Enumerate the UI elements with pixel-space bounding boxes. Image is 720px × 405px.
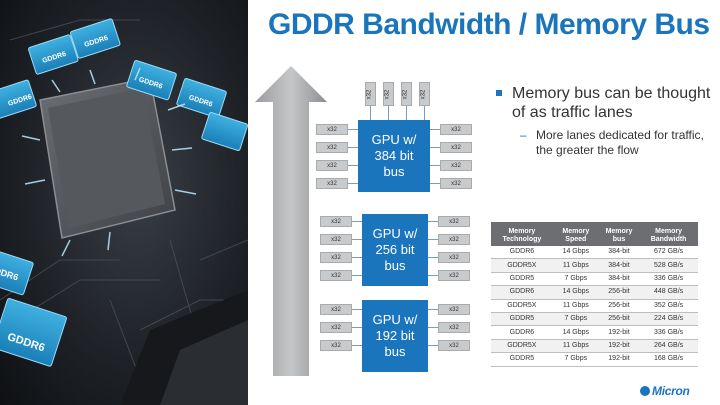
cell: 11 Gbps bbox=[552, 258, 599, 273]
bullet-list: Memory bus can be thought of as traffic … bbox=[496, 84, 711, 158]
cell: 14 Gbps bbox=[552, 325, 599, 340]
lane-x32: x32 bbox=[383, 82, 394, 106]
cell: GDDR5 bbox=[491, 312, 553, 327]
cell: GDDR6 bbox=[491, 285, 553, 300]
lane-x32: x32 bbox=[438, 340, 470, 351]
lane-x32: x32 bbox=[316, 178, 348, 189]
cell: 384-bit bbox=[598, 272, 640, 287]
cell: 11 Gbps bbox=[552, 299, 599, 313]
lane-x32: x32 bbox=[440, 160, 472, 171]
cell: 336 GB/s bbox=[639, 325, 698, 340]
lane-x32: x32 bbox=[316, 124, 348, 135]
lane-x32: x32 bbox=[316, 160, 348, 171]
cell: 192-bit bbox=[598, 325, 640, 340]
lane-x32: x32 bbox=[438, 252, 470, 263]
cell: 7 Gbps bbox=[552, 312, 599, 327]
arrow-up-icon bbox=[255, 66, 327, 376]
cell: 14 Gbps bbox=[552, 246, 599, 260]
slide-title: GDDR Bandwidth / Memory Bus bbox=[268, 8, 710, 41]
bullet-sub: More lanes dedicated for traffic, the gr… bbox=[496, 128, 711, 158]
cell: GDDR5X bbox=[491, 258, 553, 273]
lane-x32: x32 bbox=[401, 82, 412, 106]
bullet-main: Memory bus can be thought of as traffic … bbox=[496, 84, 711, 122]
lane-x32: x32 bbox=[438, 304, 470, 315]
cell: 256-bit bbox=[598, 312, 640, 327]
cell: GDDR6 bbox=[491, 325, 553, 340]
cell: GDDR5X bbox=[491, 299, 553, 313]
cell: GDDR5 bbox=[491, 272, 553, 287]
lane-x32: x32 bbox=[438, 270, 470, 281]
lane-x32: x32 bbox=[365, 82, 376, 106]
cell: 11 Gbps bbox=[552, 339, 599, 354]
lane-x32: x32 bbox=[440, 142, 472, 153]
table-header-row: Memory Technology Memory Speed Memory bu… bbox=[491, 222, 698, 246]
cell: 168 GB/s bbox=[639, 352, 698, 367]
micron-logo: Micron bbox=[640, 384, 690, 398]
cell: 672 GB/s bbox=[639, 246, 698, 260]
cell: 192-bit bbox=[598, 339, 640, 354]
cell: 192-bit bbox=[598, 352, 640, 367]
lane-x32: x32 bbox=[419, 82, 430, 106]
lane-x32: x32 bbox=[438, 322, 470, 333]
cell: 528 GB/s bbox=[639, 258, 698, 273]
cell: 256-bit bbox=[598, 285, 640, 300]
cell: GDDR5X bbox=[491, 339, 553, 354]
memory-chips: GDDR6 GDDR6 GDDR6 GDDR6 bbox=[0, 18, 248, 367]
lane-x32: x32 bbox=[438, 216, 470, 227]
gpu-board-illustration: GDDR6 GDDR6 GDDR6 GDDR6 bbox=[0, 18, 248, 405]
cell: GDDR6 bbox=[491, 246, 553, 260]
lane-x32: x32 bbox=[320, 340, 352, 351]
cell: GDDR5 bbox=[491, 352, 553, 367]
cell: 14 Gbps bbox=[552, 285, 599, 300]
lane-x32: x32 bbox=[316, 142, 348, 153]
lane-x32: x32 bbox=[438, 234, 470, 245]
lane-x32: x32 bbox=[320, 270, 352, 281]
col-header-technology: Memory Technology bbox=[491, 222, 553, 246]
cell: 256-bit bbox=[598, 299, 640, 313]
micron-logo-icon bbox=[640, 386, 650, 396]
lane-x32: x32 bbox=[320, 322, 352, 333]
lane-x32: x32 bbox=[320, 252, 352, 263]
cell: 7 Gbps bbox=[552, 352, 599, 367]
lane-x32: x32 bbox=[440, 124, 472, 135]
cell: 384-bit bbox=[598, 258, 640, 273]
col-header-bus: Memory bus bbox=[598, 222, 640, 246]
col-header-speed: Memory Speed bbox=[552, 222, 599, 246]
cell: 352 GB/s bbox=[639, 299, 698, 313]
cell: 7 Gbps bbox=[552, 272, 599, 287]
col-header-bandwidth: Memory Bandwidth bbox=[639, 222, 698, 246]
cell: 448 GB/s bbox=[639, 285, 698, 300]
cell: 264 GB/s bbox=[639, 339, 698, 354]
cell: 384-bit bbox=[598, 246, 640, 260]
cell: 224 GB/s bbox=[639, 312, 698, 327]
lane-x32: x32 bbox=[320, 304, 352, 315]
lane-x32: x32 bbox=[440, 178, 472, 189]
cell: 336 GB/s bbox=[639, 272, 698, 287]
gpu-board-photo: GDDR6 GDDR6 GDDR6 GDDR6 bbox=[0, 0, 248, 405]
logo-text: Micron bbox=[652, 384, 690, 398]
lane-x32: x32 bbox=[320, 216, 352, 227]
lane-x32: x32 bbox=[320, 234, 352, 245]
bandwidth-table: Memory Technology Memory Speed Memory bu… bbox=[491, 222, 698, 367]
